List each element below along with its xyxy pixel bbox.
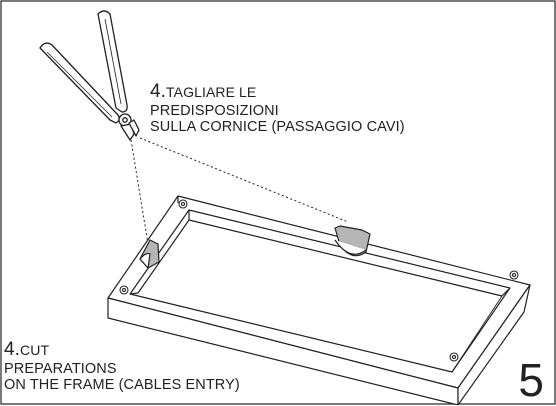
leader-lines	[130, 137, 349, 257]
cutting-pliers-icon	[39, 10, 140, 141]
step-label-en: 4.	[4, 339, 21, 360]
frame	[107, 195, 531, 405]
cable-cutout-rear	[334, 225, 371, 257]
instruction-en-line2: PREPARATIONS	[4, 361, 117, 377]
instruction-en-line3: ON THE FRAME (CABLES ENTRY)	[4, 377, 240, 393]
instruction-it-line3: SULLA CORNICE (PASSAGGIO CAVI)	[150, 119, 405, 135]
step-label-it: 4.	[150, 81, 167, 102]
instruction-it-line1: TAGLIARE LE	[166, 84, 257, 100]
step-number: 5	[518, 354, 544, 406]
instruction-english: 4.CUT PREPARATIONS ON THE FRAME (CABLES …	[4, 339, 240, 393]
instruction-italian: 4.TAGLIARE LE PREDISPOSIZIONI SULLA CORN…	[150, 81, 405, 135]
cable-cutout-left	[139, 239, 160, 269]
instruction-it-line2: PREDISPOSIZIONI	[150, 103, 279, 119]
instruction-en-line1: CUT	[20, 342, 50, 358]
screw-icon	[119, 199, 519, 362]
